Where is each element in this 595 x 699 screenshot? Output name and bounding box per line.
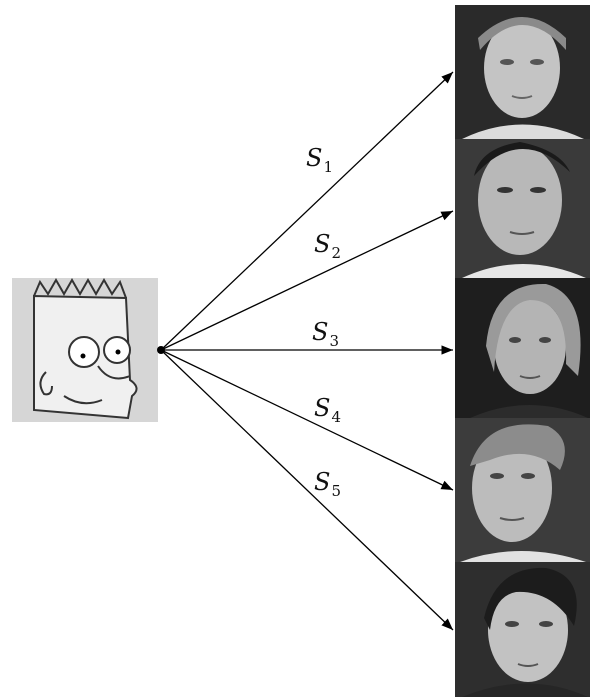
face-photo-4	[455, 418, 590, 562]
label-s5: S5	[314, 468, 341, 500]
arrow-s5	[160, 349, 454, 631]
face-photo-5	[455, 562, 590, 697]
arrows	[160, 71, 454, 631]
label-s4: S4	[314, 394, 341, 426]
photo-column	[455, 5, 590, 697]
label-s2: S2	[314, 230, 341, 262]
label-s3: S3	[312, 318, 339, 350]
arrow-s2	[160, 210, 454, 351]
arrow-s1	[160, 71, 454, 351]
label-s1: S1	[306, 144, 333, 176]
arrow-s4	[160, 349, 454, 491]
face-photo-1	[455, 5, 590, 139]
face-photo-3	[455, 278, 590, 418]
arrow-labels: S1 S2 S3 S4 S5	[306, 144, 341, 500]
cartoon-face-image	[12, 277, 158, 422]
face-photo-2	[455, 139, 590, 278]
